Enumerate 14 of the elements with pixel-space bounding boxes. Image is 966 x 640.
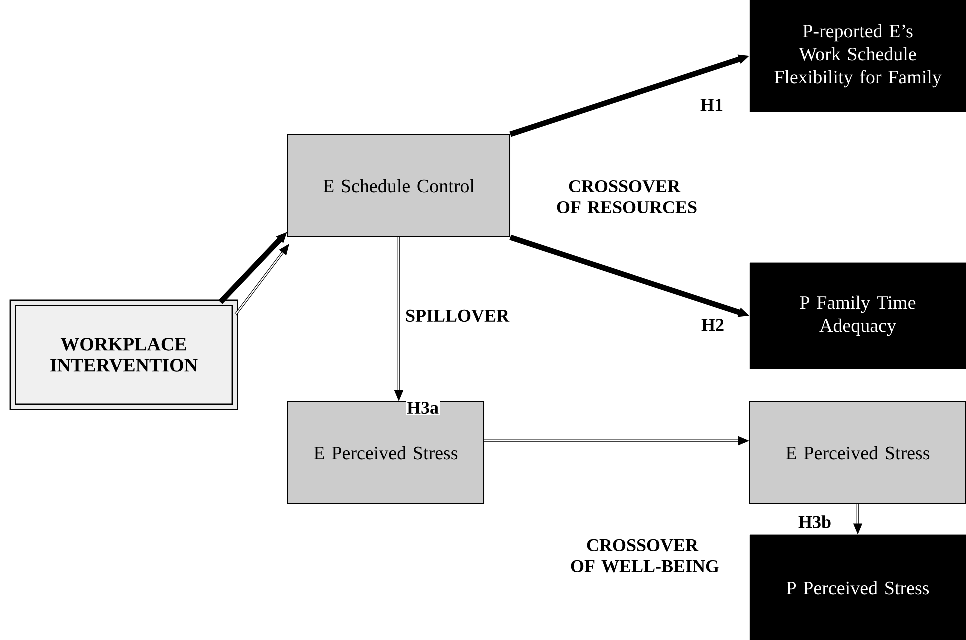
section-label: CROSSOVER OF WELL-BEING [571,539,720,573]
edge-label: H1 [700,98,724,112]
outcome-box: P Family Time Adequacy [750,262,966,370]
outcome-box: P Perceived Stress [750,534,966,640]
section-label: CROSSOVER OF RESOURCES [557,180,697,214]
arrow [234,244,290,316]
edge-label: H3a [406,400,440,416]
process-box: E Perceived Stress [750,402,966,504]
edge-label: H2 [700,318,726,332]
section-label: SPILLOVER [406,310,510,322]
process-box: E Schedule Control [288,134,510,238]
outcome-box: P-reported E’s Work Schedule Flexibility for Family [750,0,966,112]
intervention-box: WORKPLACE INTERVENTION [10,300,238,410]
edge-label: H3b [798,514,833,530]
